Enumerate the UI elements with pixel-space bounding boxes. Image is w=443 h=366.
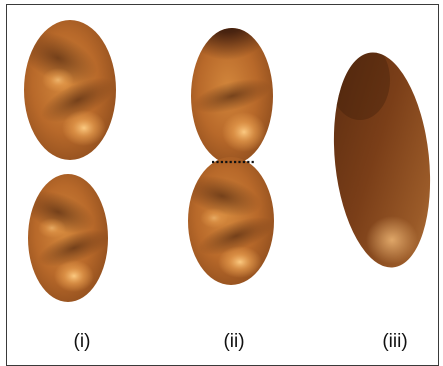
ellipsoid-i-lower (28, 174, 108, 302)
label-iii: (iii) (382, 331, 408, 352)
ellipsoid-ii-upper (191, 28, 273, 164)
ellipsoid-iii (330, 47, 431, 268)
label-ii: (ii) (223, 331, 245, 352)
ellipsoid-i-upper (24, 20, 116, 160)
ellipsoid-ii-lower (188, 157, 274, 285)
label-i: (i) (73, 331, 91, 352)
